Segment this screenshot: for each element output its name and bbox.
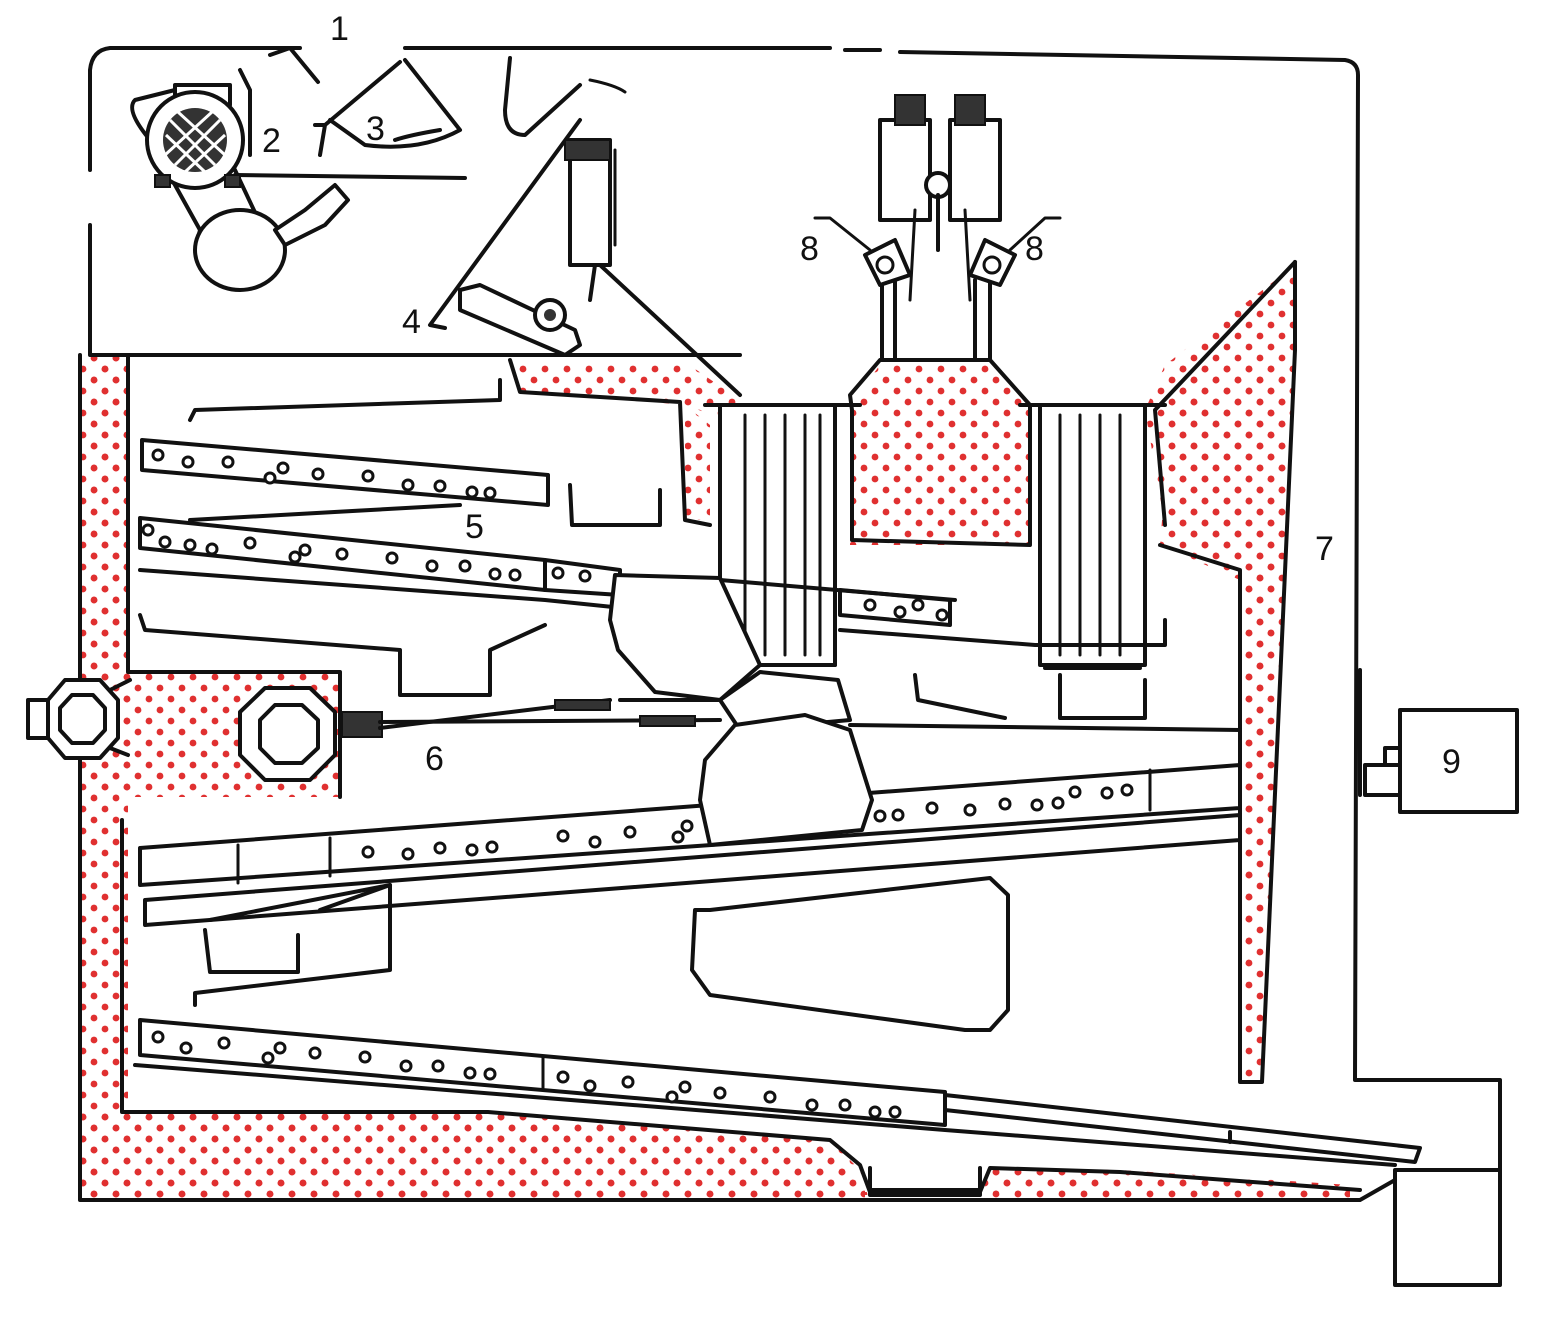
- sieve-middle: [138, 763, 1242, 1007]
- label-9: 9: [1442, 743, 1461, 781]
- sieve-holes: [141, 448, 1134, 1119]
- rotor-assembly-4: [428, 118, 742, 397]
- motor-9: [1358, 668, 1519, 814]
- sieve-lower: [133, 1018, 1422, 1167]
- dotted-frame-regions: [80, 265, 1350, 1200]
- label-3: 3: [366, 110, 385, 148]
- label-1: 1: [330, 10, 349, 48]
- left-pulley: [26, 678, 132, 760]
- label-6: 6: [425, 740, 444, 778]
- callout-labels: 1 2 3 4 5 6 7 8 8 9: [262, 10, 1461, 781]
- shaker-drive: [238, 686, 722, 782]
- label-4: 4: [402, 303, 421, 341]
- label-2: 2: [262, 122, 281, 160]
- twin-separators: [813, 94, 1062, 362]
- label-8-left: 8: [800, 230, 819, 268]
- sieve-upper: [140, 378, 662, 527]
- blower-assembly: [130, 46, 467, 292]
- label-8-right: 8: [1025, 230, 1044, 268]
- cam-blocks: [608, 573, 1242, 1032]
- threshing-drum-right: [1018, 403, 1167, 670]
- machine-frame: [78, 46, 1502, 1287]
- label-5: 5: [465, 508, 484, 546]
- label-7: 7: [1315, 530, 1334, 568]
